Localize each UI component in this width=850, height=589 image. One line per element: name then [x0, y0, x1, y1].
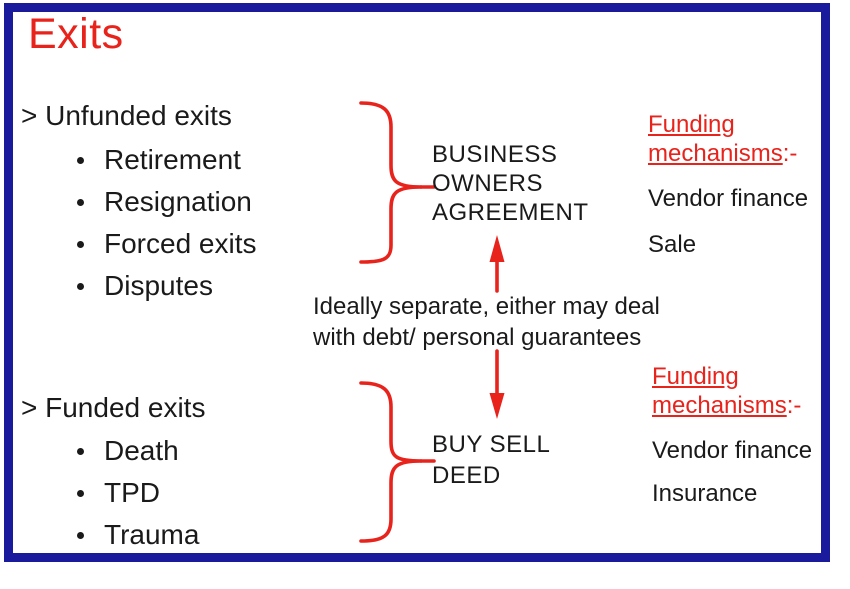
middle-note-line: Ideally separate, either may deal — [313, 293, 660, 320]
list-item: Resignation — [77, 181, 257, 223]
list-item: Forced exits — [77, 223, 257, 265]
list-item-label: Trauma — [104, 519, 200, 550]
buy-sell-deed-label: BUY SELL DEED — [432, 429, 550, 491]
boa-line: OWNERS — [432, 170, 543, 197]
bullet-icon — [77, 531, 84, 539]
funding-heading-suffix: :- — [786, 392, 802, 419]
funding-bottom-item: Insurance — [652, 480, 758, 507]
down-arrow-head — [489, 393, 505, 419]
deed-line: BUY SELL — [432, 431, 551, 458]
middle-note: Ideally separate, either may deal with d… — [313, 291, 660, 353]
funded-exits-list: Death TPD Trauma — [77, 430, 199, 556]
list-item: TPD — [77, 472, 199, 514]
deed-line: DEED — [432, 462, 501, 489]
list-item-label: TPD — [104, 477, 160, 508]
bottom-brace — [359, 381, 423, 543]
list-item: Trauma — [77, 514, 199, 556]
boa-line: BUSINESS — [432, 141, 558, 168]
top-brace — [359, 101, 423, 264]
funding-top-item: Sale — [648, 231, 697, 258]
business-owners-agreement-label: BUSINESS OWNERS AGREEMENT — [432, 140, 589, 227]
bullet-icon — [77, 447, 84, 455]
list-item-label: Death — [104, 435, 179, 466]
funding-mechanisms-bottom-heading: Funding mechanisms:- — [652, 362, 824, 420]
funding-top-item: Vendor finance — [648, 185, 809, 212]
bullet-icon — [77, 156, 84, 164]
unfunded-exits-header: > Unfunded exits — [21, 100, 232, 131]
funded-exits-header: > Funded exits — [21, 392, 206, 423]
funding-heading-text: Funding mechanisms — [648, 111, 783, 167]
list-item-label: Retirement — [104, 144, 241, 175]
funding-heading-text: Funding mechanisms — [652, 363, 787, 419]
bullet-icon — [77, 240, 84, 248]
up-arrow-head — [489, 235, 505, 262]
list-item: Death — [77, 430, 199, 472]
funding-bottom-item: Vendor finance — [652, 437, 813, 464]
funding-heading-suffix: :- — [782, 140, 798, 167]
bullet-icon — [77, 282, 84, 290]
bullet-icon — [77, 489, 84, 497]
list-item-label: Disputes — [104, 270, 213, 301]
unfunded-exits-list: Retirement Resignation Forced exits Disp… — [77, 139, 257, 307]
list-item: Retirement — [77, 139, 257, 181]
list-item-label: Forced exits — [104, 228, 257, 259]
funding-mechanisms-top-heading: Funding mechanisms:- — [648, 110, 820, 168]
slide-title: Exits — [28, 10, 124, 58]
bullet-icon — [77, 198, 84, 206]
middle-note-line: with debt/ personal guarantees — [313, 324, 642, 351]
list-item-label: Resignation — [104, 186, 252, 217]
list-item: Disputes — [77, 265, 257, 307]
boa-line: AGREEMENT — [432, 199, 589, 226]
